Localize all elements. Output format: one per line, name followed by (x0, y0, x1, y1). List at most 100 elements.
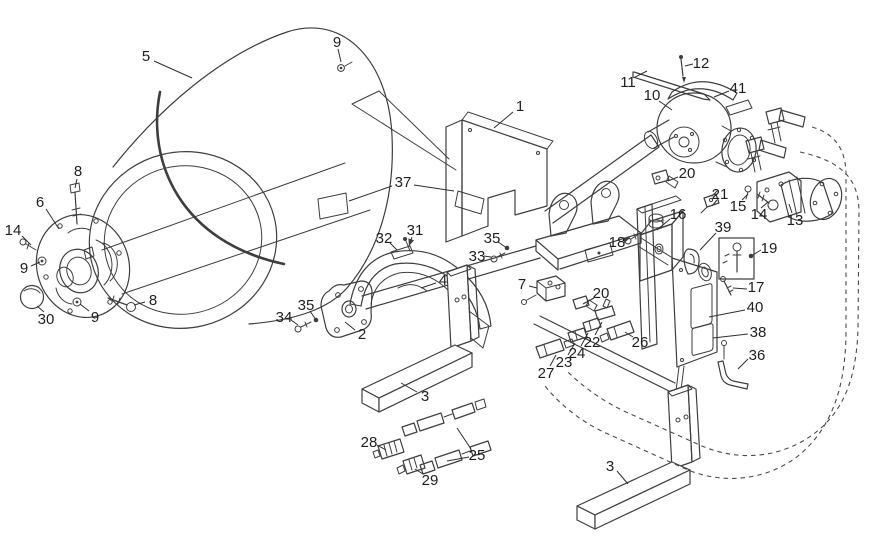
rod-11 (632, 71, 711, 101)
callout-clamp-block: 7 (518, 276, 538, 293)
drum-decal (317, 192, 349, 220)
part-label-1: 1 (516, 98, 524, 115)
callout-fitting-24: 24 (569, 332, 589, 362)
pin-17 (720, 276, 734, 296)
callout-fender-guard: 4 (420, 272, 447, 289)
leader-line (594, 321, 603, 336)
callout-elbow-fitting-lower: 20 (582, 285, 610, 305)
callout-rear-panel: 38 (712, 324, 766, 341)
callout-band: 41 (713, 80, 747, 98)
leader-line (413, 184, 455, 192)
part-label-35: 35 (298, 297, 315, 314)
reservoir-frame (624, 195, 755, 392)
support-leg-left (361, 264, 480, 413)
input-shaft (643, 119, 675, 150)
callout-bolt-motor: 14 (751, 201, 769, 223)
hose-routing-phantom (544, 126, 860, 479)
part-label-8: 8 (149, 292, 157, 309)
callout-support-leg-right: 3 (606, 458, 629, 485)
part-label-21: 21 (712, 186, 729, 203)
leader-line (348, 185, 393, 202)
part-label-13: 13 (787, 212, 804, 229)
leader-line (732, 287, 748, 290)
part-label-41: 41 (730, 80, 747, 97)
mount-plate-2 (294, 280, 373, 338)
leader-line (760, 201, 769, 209)
leader-line (708, 309, 746, 318)
clip-32 (390, 245, 414, 260)
callout-nut-hub-bottom: 9 (79, 303, 99, 326)
leader-line (36, 305, 45, 313)
callout-nut-hub-left: 9 (20, 260, 41, 277)
leader-arrow (408, 238, 415, 246)
leader-line (528, 285, 538, 289)
leader-line (667, 176, 679, 182)
leader-line (582, 297, 595, 305)
callout-coupler-27: 27 (538, 354, 557, 382)
callout-mount-plate: 2 (344, 321, 366, 343)
part-label-20: 20 (593, 285, 610, 302)
part-label-36: 36 (749, 347, 766, 364)
callout-front-panel: 40 (708, 299, 763, 318)
fitting-24 (582, 317, 602, 333)
part-label-3: 3 (421, 388, 429, 405)
callout-hydraulic-motor: 13 (787, 203, 804, 229)
leader-line (580, 332, 589, 347)
callout-screw-bracket: 33 (469, 248, 492, 265)
callout-quick-coupler-29: 29 (414, 468, 438, 489)
leader-line (493, 111, 514, 129)
callout-handle-rod-l: 36 (737, 347, 766, 370)
leader-line (389, 242, 398, 251)
leader-line (634, 70, 648, 78)
part-label-10: 10 (644, 87, 661, 104)
callout-decal: 37 (348, 174, 455, 202)
leader-line (567, 342, 576, 356)
band-41 (667, 81, 738, 101)
leader-line (153, 60, 193, 79)
callout-screw-pivot: 35 (484, 230, 510, 251)
callout-handle-rod: 11 (620, 70, 648, 91)
part-label-14: 14 (5, 222, 22, 239)
guard-decal (454, 190, 485, 215)
part-label-33: 33 (469, 248, 486, 265)
guard-panel (445, 111, 554, 243)
bolt-8-top (69, 182, 82, 225)
leader-line (337, 48, 342, 63)
coupler-28 (372, 438, 405, 460)
callout-screw-plate: 34 (276, 309, 299, 326)
leader-line (711, 199, 718, 207)
leader-line (344, 321, 356, 331)
elbow-fitting-b (745, 136, 787, 173)
callout-nut-drum-top: 9 (333, 34, 342, 63)
part-label-11: 11 (620, 74, 636, 91)
part-label-22: 22 (584, 334, 601, 351)
part-label-9: 9 (333, 34, 341, 51)
part-label-24: 24 (569, 345, 586, 362)
part-label-28: 28 (361, 434, 378, 451)
part-label-37: 37 (395, 174, 412, 191)
clamp-block-7 (521, 275, 566, 305)
leader-line (624, 331, 634, 338)
drum (88, 27, 457, 329)
callout-gearbox: 10 (644, 87, 673, 111)
leader-line (616, 470, 629, 485)
callout-bolt-hub-top: 8 (74, 163, 82, 189)
callout-bolt-hub-lower: 8 (133, 292, 157, 309)
tank-16 (639, 210, 684, 282)
leader-line (713, 90, 730, 98)
leader-line (741, 193, 749, 201)
callout-fitting: 21 (711, 186, 729, 207)
leader-line (74, 178, 78, 189)
part-label-26: 26 (632, 334, 649, 351)
leader-dot (748, 253, 754, 259)
nut-9-left (37, 256, 47, 266)
callout-quick-coupler-28: 28 (361, 434, 387, 451)
part-label-2: 2 (358, 326, 366, 343)
coupler-29 (396, 454, 426, 475)
pin-12 (679, 55, 686, 83)
leader-line (79, 303, 90, 312)
leader-line (699, 232, 717, 251)
leader-line (483, 255, 492, 258)
callout-hose-assemblies: 25 (446, 427, 485, 464)
